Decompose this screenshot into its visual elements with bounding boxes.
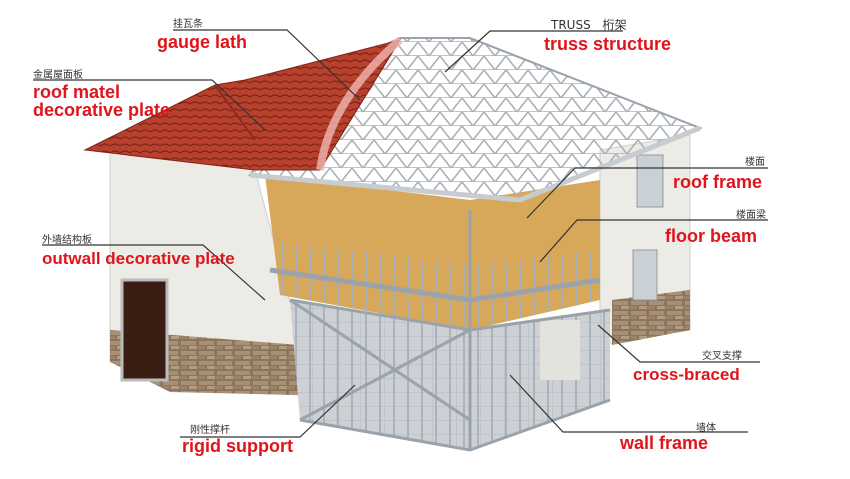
outwall-label: outwall decorative plate [42,249,235,268]
roof-plate-label-1: roof matel [33,82,121,102]
leader-truss [444,30,623,73]
truss-label: truss structure [544,34,672,54]
cross-braced-label: cross-braced [633,365,740,384]
floor-beam-label: floor beam [665,226,758,246]
roof-plate-label-2: decorative plate [33,100,171,120]
front-door [120,278,169,382]
cross-braced-cn: 交叉支撑 [702,351,742,362]
window-upper [636,154,664,208]
leader-wall-frame [509,374,748,433]
leader-outwall [42,244,266,301]
roof-frame-label: roof frame [673,172,763,192]
gauge-lath-label: gauge lath [157,32,248,52]
wall-frame-label: wall frame [620,433,709,453]
rigid-support-label: rigid support [182,436,293,456]
floor-beam-cn: 楼面梁 [736,210,766,221]
leader-cross-braced [597,324,760,363]
outwall-cn: 外墙结构板 [42,235,92,246]
rigid-support-cn: 刚性撑杆 [190,425,230,436]
window-lower [632,249,658,301]
leader-floor-beam [539,219,768,263]
roof-frame-cn: 楼面 [745,157,765,168]
leader-roof-plate [33,79,266,131]
gauge-lath-cn: 挂瓦条 [173,19,203,30]
leader-rigid-support [180,384,356,438]
leader-gauge-lath [173,29,361,101]
wall-frame-cn: 墙体 [696,423,716,434]
truss-cn: TRUSS 桁架 [551,18,627,32]
roof-plate-cn: 金属屋面板 [33,70,83,81]
leader-roof-frame [526,167,768,219]
